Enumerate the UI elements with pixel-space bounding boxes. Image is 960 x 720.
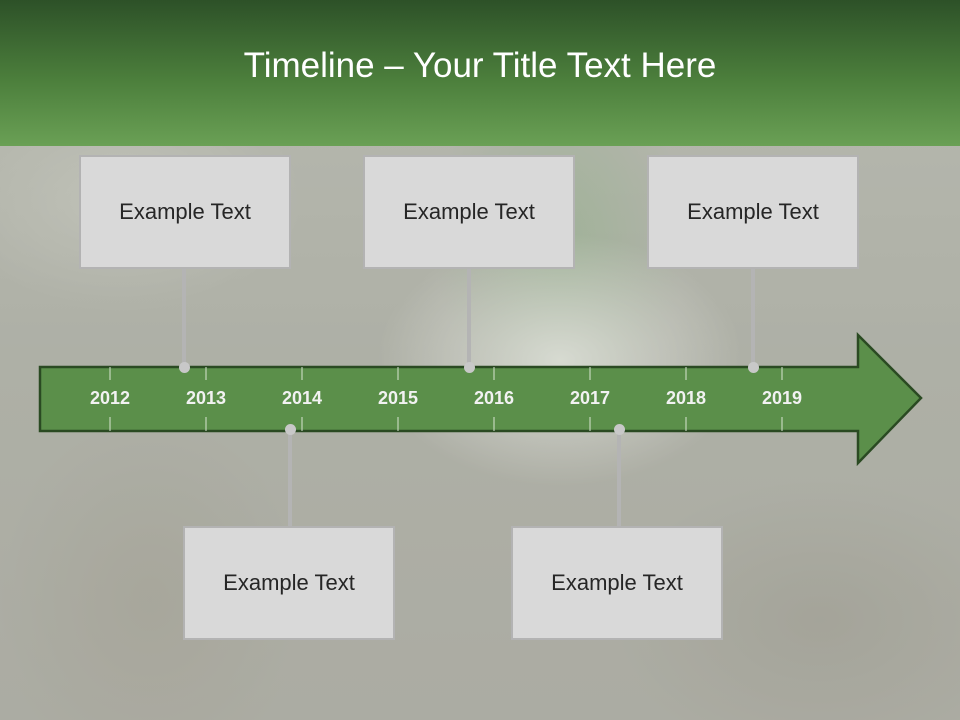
connector-dot (178, 361, 190, 373)
year-ticks (109, 367, 783, 431)
event-box: Example Text (363, 155, 575, 269)
year-label: 2013 (186, 388, 226, 408)
connector-line (467, 269, 471, 367)
event-box: Example Text (511, 526, 723, 640)
event-box: Example Text (183, 526, 395, 640)
connector-line (617, 429, 621, 527)
event-box: Example Text (79, 155, 291, 269)
year-label: 2014 (282, 388, 322, 408)
connector-dot (463, 361, 475, 373)
connector-dot (284, 423, 296, 435)
year-label: 2012 (90, 388, 130, 408)
connector-dot (747, 361, 759, 373)
year-label: 2015 (378, 388, 418, 408)
connector-dot (613, 423, 625, 435)
year-label: 2017 (570, 388, 610, 408)
connector-line (182, 269, 186, 367)
connector-line (751, 269, 755, 367)
year-label: 2018 (666, 388, 706, 408)
event-box: Example Text (647, 155, 859, 269)
connector-line (288, 429, 292, 527)
arrow-shape (38, 331, 923, 467)
slide-title: Timeline – Your Title Text Here (243, 46, 717, 85)
year-label: 2016 (474, 388, 514, 408)
title-bar: Timeline – Your Title Text Here (0, 0, 960, 146)
year-labels: 2012 2013 2014 2015 2016 2017 2018 2019 (90, 388, 802, 408)
year-label: 2019 (762, 388, 802, 408)
